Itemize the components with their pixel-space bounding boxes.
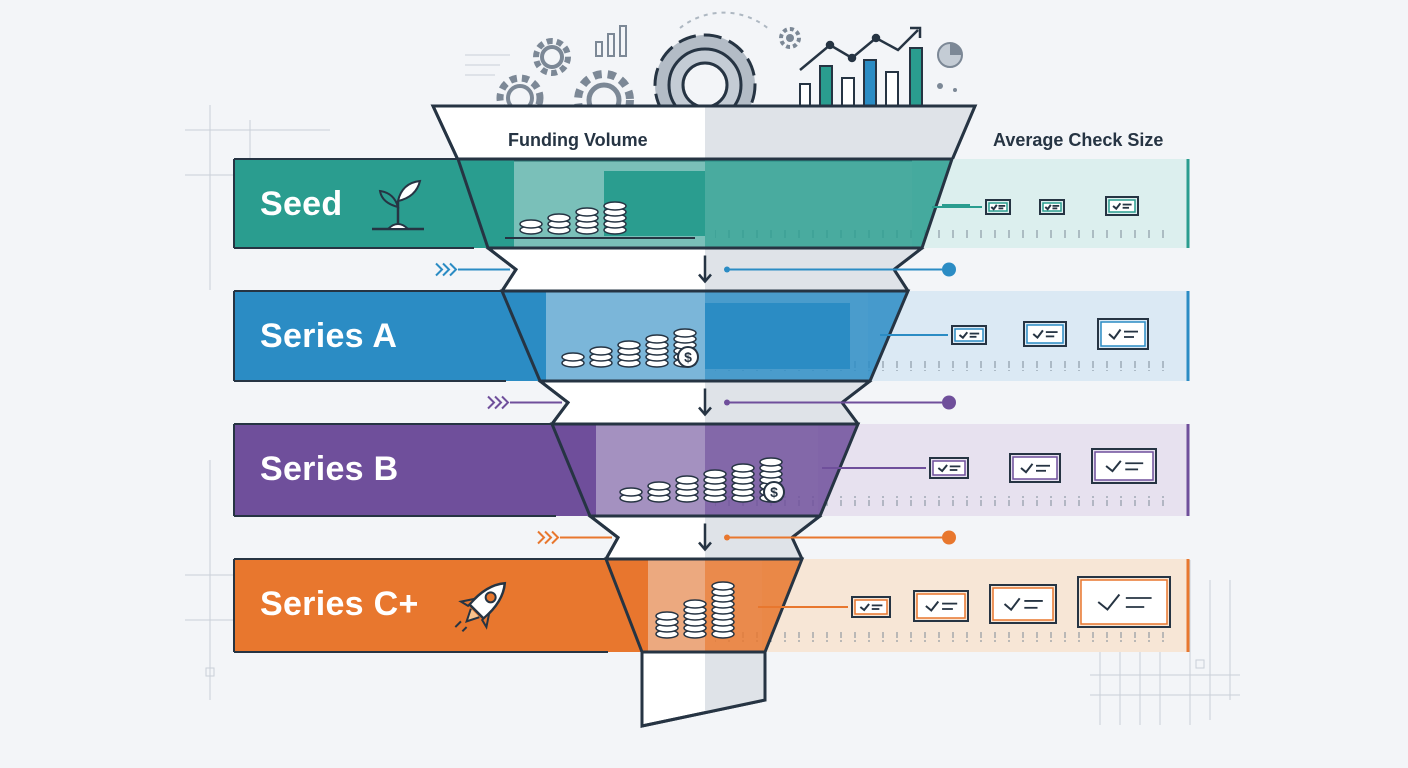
stage-label-series-b: Series B xyxy=(260,449,399,488)
chevron-right-icon xyxy=(537,530,612,545)
stage-label-seed: Seed xyxy=(260,184,343,223)
check-icon xyxy=(1091,448,1157,484)
stage-label-series-c: Series C+ xyxy=(260,584,419,623)
connector-dot xyxy=(724,262,956,277)
coin-stack-icon xyxy=(519,201,627,235)
stage-label-series-a: Series A xyxy=(260,316,398,355)
stage-row-series-c xyxy=(233,557,1190,654)
check-icon xyxy=(851,596,891,618)
svg-text:$: $ xyxy=(770,484,778,500)
funnel-spout xyxy=(640,650,767,728)
rocket-icon xyxy=(454,581,507,632)
check-icon xyxy=(913,590,969,622)
connector-dot xyxy=(724,530,956,545)
funding-volume-header: Funding Volume xyxy=(508,130,648,150)
connector-dot xyxy=(724,395,956,410)
check-icon xyxy=(989,584,1057,624)
gear-icon xyxy=(779,27,801,49)
funnel-top xyxy=(430,104,978,162)
coin-stack-icon xyxy=(619,457,783,503)
gear-icon xyxy=(533,38,571,76)
arrow-down-icon xyxy=(698,255,712,284)
stage-row-series-a: $ xyxy=(233,289,1190,383)
background-grid xyxy=(185,54,1240,725)
stage-row-series-b: $ xyxy=(233,422,1190,518)
svg-text:$: $ xyxy=(684,349,692,365)
dollar-icon: $ xyxy=(763,481,785,503)
chevron-right-icon xyxy=(435,262,510,277)
check-icon xyxy=(929,457,969,479)
average-check-size-header: Average Check Size xyxy=(993,130,1164,150)
line-chart-icon xyxy=(799,26,922,71)
check-icon xyxy=(951,325,987,345)
arrow-down-icon xyxy=(698,523,712,552)
stage-row-seed xyxy=(233,157,1190,250)
chevron-right-icon xyxy=(487,395,562,410)
pie-chart-icon xyxy=(937,42,963,68)
coin-stack-icon xyxy=(655,581,735,639)
check-icon xyxy=(1097,318,1149,350)
arrow-down-icon xyxy=(698,388,712,417)
check-icon xyxy=(1023,321,1067,347)
check-icon xyxy=(1039,199,1065,215)
sprout-icon xyxy=(372,179,424,231)
check-icon xyxy=(1009,453,1061,483)
check-icon xyxy=(1105,196,1139,216)
check-icon xyxy=(1077,576,1171,628)
bar-chart-icon xyxy=(595,25,627,57)
check-icon xyxy=(985,199,1011,215)
bar-chart-icon xyxy=(799,47,923,107)
dollar-icon: $ xyxy=(677,346,699,368)
